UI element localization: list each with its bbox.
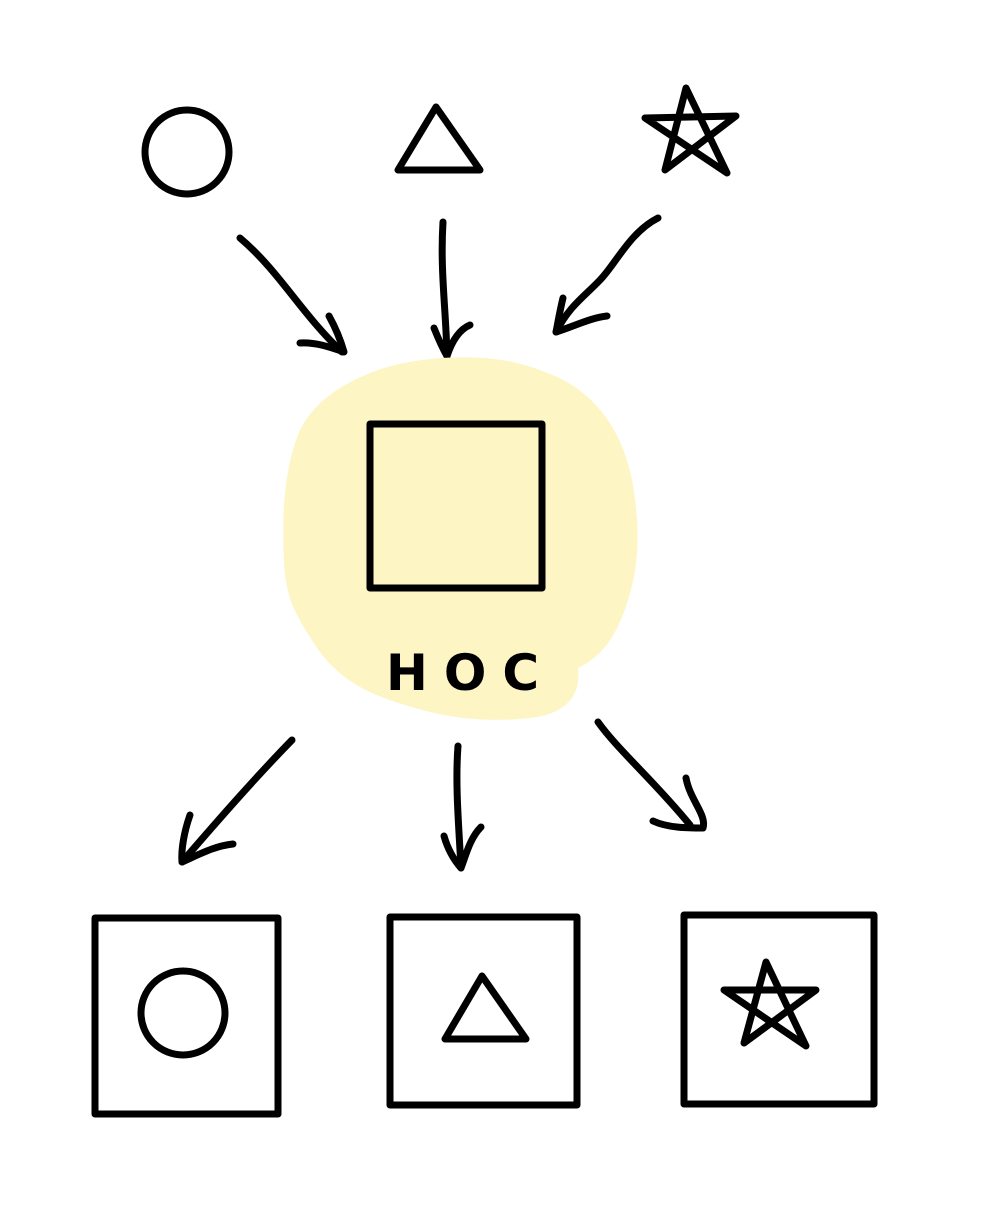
triangle-icon	[394, 103, 484, 174]
circle-icon	[141, 106, 233, 198]
arrow-triangle-to-hoc	[430, 218, 474, 360]
boxed-star-icon	[680, 911, 878, 1108]
hoc-node: HOC	[283, 357, 638, 720]
hoc-label: HOC	[386, 644, 555, 702]
input-arrows	[236, 214, 662, 360]
square-icon	[366, 420, 546, 592]
arrow-hoc-to-boxed-star	[594, 718, 708, 832]
arrow-star-to-hoc	[552, 214, 662, 336]
arrow-hoc-to-boxed-triangle	[440, 742, 485, 872]
boxed-circle-icon	[91, 914, 282, 1118]
output-arrows	[178, 718, 708, 872]
arrow-hoc-to-boxed-circle	[178, 736, 296, 866]
star-icon	[641, 84, 740, 177]
arrow-circle-to-hoc	[236, 234, 348, 356]
output-shapes	[91, 911, 878, 1118]
boxed-triangle-icon	[386, 913, 581, 1109]
input-shapes	[141, 84, 740, 198]
